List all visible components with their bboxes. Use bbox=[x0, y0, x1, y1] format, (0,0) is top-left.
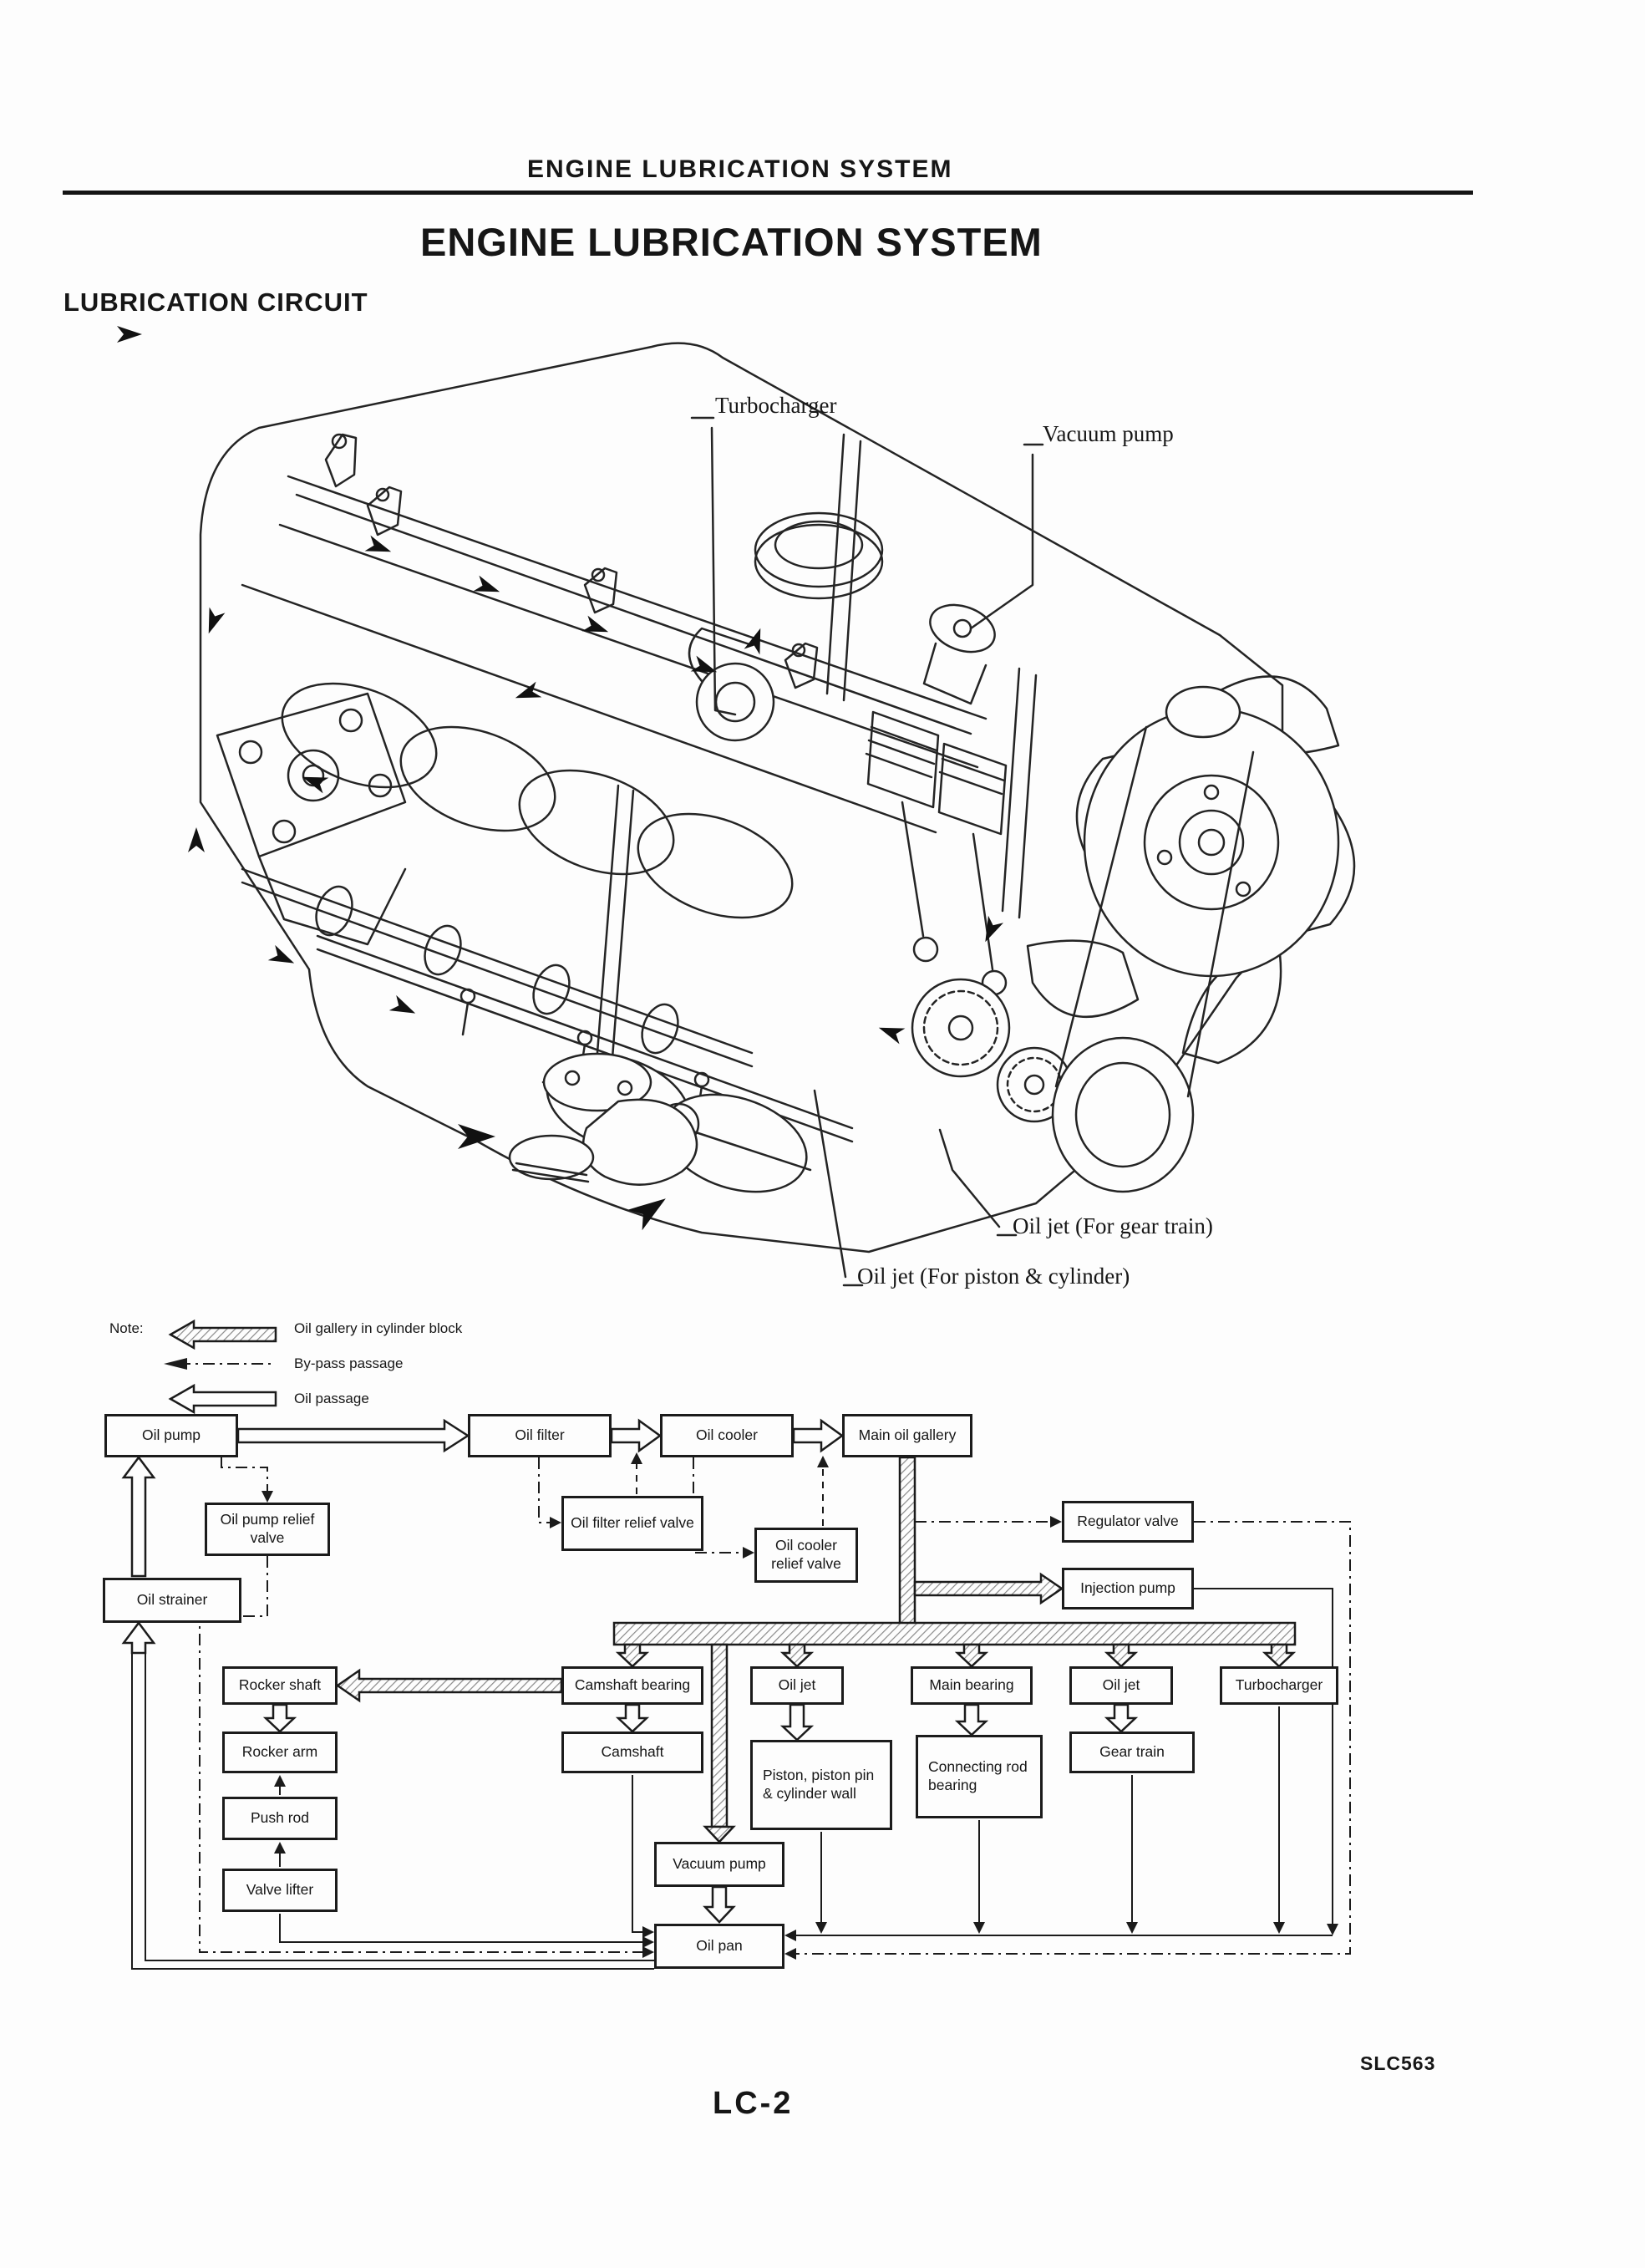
header-rule bbox=[63, 191, 1473, 195]
legend-open-arrow-icon bbox=[168, 1383, 277, 1415]
page-number: LC-2 bbox=[713, 2086, 794, 2121]
node-valve-lifter: Valve lifter bbox=[222, 1869, 338, 1912]
page-title: ENGINE LUBRICATION SYSTEM bbox=[420, 220, 1043, 264]
node-connecting-rod-bearing: Connecting rod bearing bbox=[916, 1735, 1043, 1818]
label-oil-jet-piston: Oil jet (For piston & cylinder) bbox=[857, 1264, 1130, 1289]
node-injection-pump: Injection pump bbox=[1062, 1568, 1194, 1609]
engine-illustration bbox=[117, 326, 1356, 1287]
note-label: Note: bbox=[109, 1320, 144, 1336]
legend-oil-gallery: Oil gallery in cylinder block bbox=[294, 1320, 463, 1336]
label-vacuum-pump: Vacuum pump bbox=[1043, 421, 1174, 446]
node-main-oil-gallery: Main oil gallery bbox=[842, 1414, 972, 1457]
node-oil-filter-relief-valve: Oil filter relief valve bbox=[561, 1496, 703, 1551]
legend-oil-passage: Oil passage bbox=[294, 1391, 369, 1406]
node-oil-pump-relief-valve: Oil pump relief valve bbox=[205, 1503, 330, 1556]
node-vacuum-pump: Vacuum pump bbox=[654, 1842, 784, 1887]
figure-code: SLC563 bbox=[1360, 2052, 1436, 2074]
node-turbocharger: Turbocharger bbox=[1220, 1666, 1338, 1705]
node-push-rod: Push rod bbox=[222, 1797, 338, 1840]
node-rocker-arm: Rocker arm bbox=[222, 1732, 338, 1773]
node-oil-jet-piston-feed: Oil jet bbox=[750, 1666, 844, 1705]
node-piston-pin-cylinder-wall: Piston, piston pin & cylinder wall bbox=[750, 1740, 892, 1830]
node-oil-pan: Oil pan bbox=[654, 1924, 784, 1969]
legend-bypass: By-pass passage bbox=[294, 1355, 404, 1371]
node-camshaft-bearing: Camshaft bearing bbox=[561, 1666, 703, 1705]
node-gear-train: Gear train bbox=[1069, 1732, 1195, 1773]
legend-hatched-arrow-icon bbox=[168, 1319, 277, 1350]
node-oil-cooler: Oil cooler bbox=[660, 1414, 794, 1457]
label-turbocharger: Turbocharger bbox=[715, 393, 837, 418]
node-oil-pump: Oil pump bbox=[104, 1414, 238, 1457]
node-regulator-valve: Regulator valve bbox=[1062, 1501, 1194, 1543]
running-head: ENGINE LUBRICATION SYSTEM bbox=[527, 155, 953, 183]
node-rocker-shaft: Rocker shaft bbox=[222, 1666, 338, 1705]
node-camshaft: Camshaft bbox=[561, 1732, 703, 1773]
node-oil-filter: Oil filter bbox=[468, 1414, 612, 1457]
node-main-bearing: Main bearing bbox=[911, 1666, 1033, 1705]
node-oil-strainer: Oil strainer bbox=[103, 1578, 241, 1623]
node-oil-jet-gear-feed: Oil jet bbox=[1069, 1666, 1173, 1705]
section-heading: LUBRICATION CIRCUIT bbox=[63, 287, 368, 317]
flowchart-connectors bbox=[121, 1319, 1351, 1970]
label-oil-jet-gear-train: Oil jet (For gear train) bbox=[1013, 1213, 1213, 1238]
node-oil-cooler-relief-valve: Oil cooler relief valve bbox=[754, 1528, 858, 1583]
